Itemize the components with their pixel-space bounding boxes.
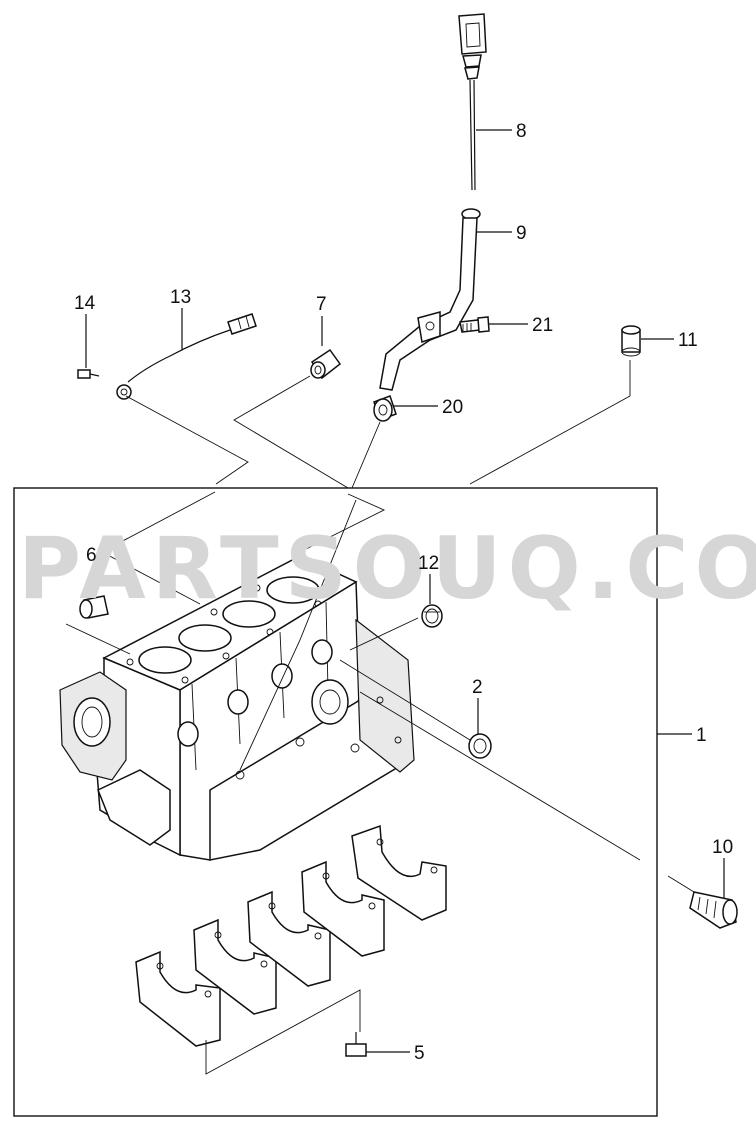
callout-labels: 8 9 21 20 11 7 13 14 6 12 2 1 10 5 — [74, 121, 733, 1064]
bolt-5-part[interactable] — [345, 1032, 367, 1057]
leader-lines — [65, 129, 725, 1075]
plug-6-part[interactable] — [79, 595, 109, 619]
callout-6[interactable]: 6 — [86, 545, 97, 566]
callout-1[interactable]: 1 — [696, 725, 707, 746]
seal-20-part[interactable] — [373, 395, 397, 422]
sensor-harness-13-part[interactable] — [116, 313, 257, 400]
seal-ring-2-part[interactable] — [468, 733, 492, 759]
plug-10-part[interactable] — [689, 891, 738, 929]
cylinder-block-part[interactable] — [59, 555, 415, 861]
dipstick-part[interactable] — [458, 13, 487, 191]
callout-7[interactable]: 7 — [316, 294, 327, 315]
callout-2[interactable]: 2 — [472, 677, 483, 698]
assembly-frame — [13, 487, 658, 1117]
watermark-text: PARTSOUQ.COM — [18, 519, 756, 619]
bolt-14-part[interactable] — [77, 369, 100, 379]
callout-10[interactable]: 10 — [712, 837, 733, 858]
callout-5[interactable]: 5 — [414, 1043, 425, 1064]
callout-12[interactable]: 12 — [418, 553, 439, 574]
callout-13[interactable]: 13 — [170, 287, 191, 308]
callout-14[interactable]: 14 — [74, 293, 96, 314]
callout-8[interactable]: 8 — [516, 121, 527, 142]
plug-12-part[interactable] — [421, 604, 443, 628]
dipstick-tube-part[interactable] — [379, 208, 481, 391]
plug-7-part[interactable] — [310, 348, 342, 380]
bearing-caps-part[interactable] — [135, 824, 447, 1047]
bolt-21-part[interactable] — [459, 316, 490, 333]
callout-21[interactable]: 21 — [532, 315, 553, 336]
callout-11[interactable]: 11 — [678, 330, 698, 351]
callout-20[interactable]: 20 — [442, 397, 463, 418]
callout-9[interactable]: 9 — [516, 223, 527, 244]
sleeve-11-part[interactable] — [621, 325, 641, 357]
